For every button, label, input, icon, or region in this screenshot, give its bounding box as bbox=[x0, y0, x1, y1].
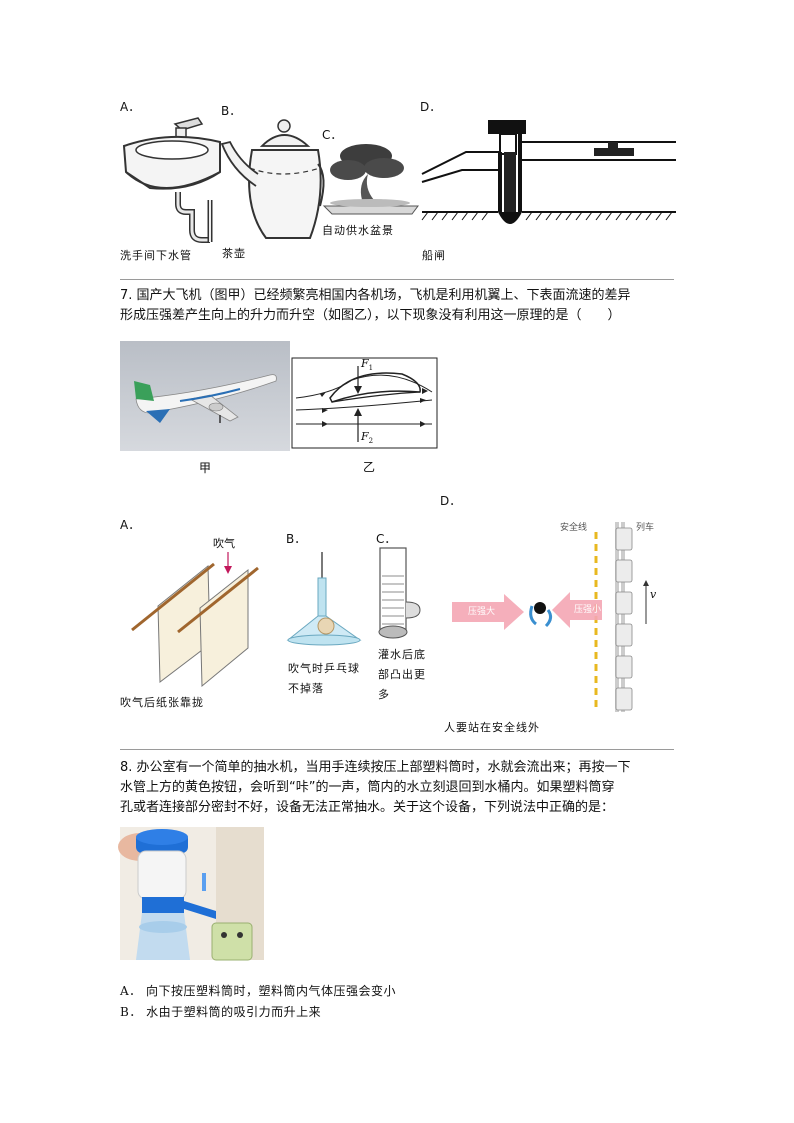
q7-caption-b-line2: 不掉落 bbox=[288, 682, 324, 695]
q7-caption-d: 人要站在安全线外 bbox=[444, 721, 540, 734]
q7-caption-b-line1: 吹气时乒乓球 bbox=[288, 662, 360, 675]
safety-line-label: 安全线 bbox=[560, 523, 588, 533]
two-paper-sheets-illustration bbox=[131, 552, 259, 688]
q6-option-a-letter: A． bbox=[120, 100, 141, 114]
train-safety-illustration bbox=[452, 522, 649, 712]
low-pressure-label: 压强小 bbox=[574, 605, 602, 615]
q6-option-b-letter: B． bbox=[221, 104, 242, 118]
q8-text-line-3: 孔或者连接部分密封不好，设备无法正常抽水。关于这个设备，下列说法中正确的是： bbox=[120, 800, 615, 815]
fig-yi-label: 乙 bbox=[363, 460, 376, 474]
fig-jia-label: 甲 bbox=[199, 461, 212, 475]
q8-option-a: A． 向下按压塑料筒时，塑料筒内气体压强会变小 bbox=[120, 984, 396, 998]
q8-option-b: B． 水由于塑料筒的吸引力而升上来 bbox=[120, 1005, 322, 1019]
bonsai-illustration bbox=[322, 144, 419, 215]
q7-option-d-letter: D． bbox=[440, 494, 462, 508]
q7-caption-c-line1: 灌水后底 bbox=[378, 648, 426, 661]
water-pump-photo bbox=[118, 827, 264, 961]
q6-caption-c: 自动供水盆景 bbox=[322, 224, 394, 237]
q7-option-a-letter: A． bbox=[120, 518, 141, 532]
tube-membrane-illustration bbox=[378, 547, 421, 639]
q7-option-b-letter: B． bbox=[286, 532, 307, 546]
q7-caption-a: 吹气后纸张靠拢 bbox=[120, 696, 204, 709]
q7-text-line-1: 7. 国产大飞机（图甲）已经频繁亮相国内各机场，飞机是利用机翼上、下表面流速的差… bbox=[120, 288, 631, 303]
q6-caption-d: 船闸 bbox=[422, 249, 446, 262]
force-f1-label: F1 bbox=[361, 357, 374, 373]
wing-airflow-diagram bbox=[291, 357, 438, 449]
q8-text-line-1: 8. 办公室有一个简单的抽水机，当用手连续按压上部塑料筒时，水就会流出来；再按一… bbox=[120, 760, 631, 775]
q6-caption-a: 洗手间下水管 bbox=[120, 249, 192, 262]
q7-caption-c-line3: 多 bbox=[378, 688, 390, 701]
blow-label: 吹气 bbox=[213, 537, 235, 550]
q7-option-c-letter: C． bbox=[376, 532, 397, 546]
c919-airplane-photo bbox=[120, 341, 290, 451]
q7-text-line-2: 形成压强差产生向上的升力而升空（如图乙），以下现象没有利用这一原理的是（ ） bbox=[120, 308, 621, 323]
sink-drain-illustration bbox=[122, 117, 221, 243]
train-label: 列车 bbox=[636, 523, 655, 533]
q6-option-c-letter: C． bbox=[322, 128, 343, 142]
teapot-illustration bbox=[220, 119, 325, 239]
high-pressure-label: 压强大 bbox=[468, 607, 496, 617]
funnel-pingpong-illustration bbox=[286, 552, 362, 646]
ship-lock-illustration bbox=[421, 120, 676, 224]
section-divider-1 bbox=[120, 279, 674, 280]
q8-text-line-2: 水管上方的黄色按钮，会听到“咔”的一声，筒内的水立刻退回到水桶内。如果塑料筒穿 bbox=[120, 780, 615, 795]
q6-caption-b: 茶壶 bbox=[222, 247, 246, 260]
force-f2-label: F2 bbox=[361, 430, 374, 446]
q6-option-d-letter: D． bbox=[420, 100, 442, 114]
velocity-label: v bbox=[650, 588, 657, 601]
q7-caption-c-line2: 部凸出更 bbox=[378, 668, 426, 681]
section-divider-2 bbox=[120, 749, 674, 750]
